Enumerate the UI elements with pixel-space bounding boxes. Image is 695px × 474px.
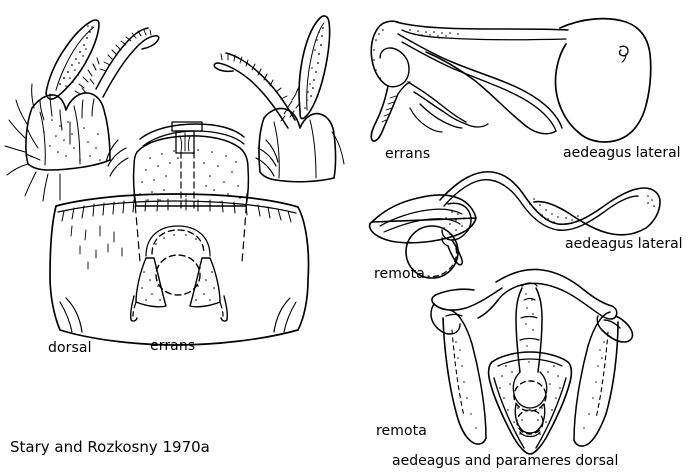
label-remota-middle: remota: [374, 266, 425, 282]
median-arch-stipple: [155, 234, 204, 247]
figure-aedeagus-parameres-dorsal-remota: [430, 268, 634, 455]
tergite-hairs: [70, 225, 123, 270]
paramere-dashed-left: [133, 193, 141, 263]
basal-plate-stipple: [499, 365, 561, 435]
left-claw-setae: [99, 29, 152, 72]
posterior-tergite: [49, 193, 310, 346]
paramere-dashed-right: [241, 193, 248, 263]
right-lateral-lobe: [258, 107, 345, 183]
label-remota-bottom: remota: [376, 423, 427, 439]
remota-spur-stipple: [443, 211, 465, 235]
lateral-arms-stipple: [141, 267, 215, 301]
median-plate-stipple: [139, 149, 241, 205]
label-aedeagus-parameres-dorsal: aedeagus and parameres dorsal: [392, 453, 619, 469]
label-errans-top-right: errans: [385, 146, 431, 162]
label-aedeagus-lateral-top: aedeagus lateral: [563, 145, 681, 161]
citation-text: Stary and Rozkosny 1970a: [10, 438, 210, 456]
right-claw-group: [213, 15, 331, 129]
figure-aedeagus-lateral-errans: [370, 17, 652, 143]
left-lobe-stipple: [43, 119, 101, 161]
remota-lateral-stipple: [529, 195, 655, 225]
figure-aedeagus-lateral-remota: [368, 171, 661, 279]
dorsal-ridge-stipple: [409, 29, 459, 37]
left-paramere-stipple: [455, 341, 477, 429]
right-claw-stipple: [304, 27, 324, 109]
label-dorsal: dorsal: [48, 340, 92, 356]
left-claw-group: [45, 19, 160, 100]
label-aedeagus-lateral-middle: aedeagus lateral: [565, 236, 683, 252]
left-lateral-lobe: [4, 83, 111, 202]
left-claw-stipple: [59, 25, 93, 87]
right-paramere-stipple: [583, 341, 605, 429]
median-rod-dashed: [180, 151, 195, 213]
right-claw-setae: [220, 53, 288, 100]
basal-apodeme-stipple: [373, 29, 384, 79]
tergite-fringe: [61, 198, 292, 223]
label-errans-left: errans: [150, 338, 196, 354]
ventral-spine-hatch: [381, 95, 397, 123]
figure-dorsal-errans: [4, 15, 345, 346]
median-plate-group: [105, 121, 279, 263]
left-lobe-setae: [4, 83, 95, 202]
